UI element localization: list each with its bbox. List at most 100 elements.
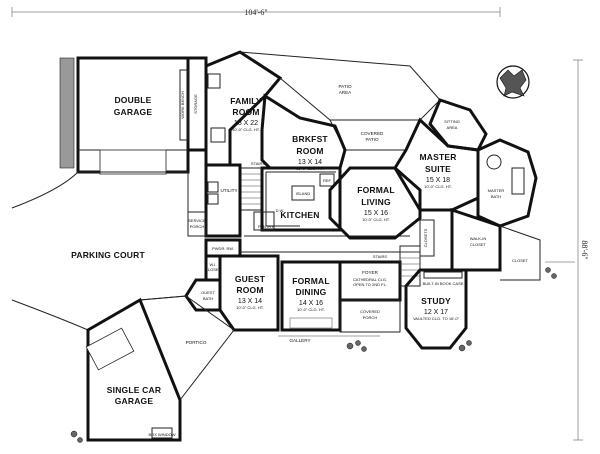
covered-porch-label-1: COVERED bbox=[360, 309, 380, 314]
double-garage-label-2: GARAGE bbox=[114, 107, 153, 117]
formal-living-label-2: LIVING bbox=[361, 197, 391, 207]
box-window bbox=[151, 427, 173, 439]
guest-bath-label-1: GUEST bbox=[201, 290, 215, 295]
kitchen-label: KITCHEN bbox=[280, 210, 319, 220]
refrigerator bbox=[319, 173, 335, 187]
dryer bbox=[207, 193, 219, 205]
box-window-label: BOX WINDOW bbox=[148, 432, 175, 437]
pwdr-rm-label: PWDR. RM. bbox=[212, 246, 234, 251]
formal-dining-size: 14 X 16 bbox=[299, 300, 323, 307]
double-garage-label-1: DOUBLE bbox=[114, 95, 151, 105]
family-room-ceiling: 10'-0" CLG. HT. bbox=[232, 127, 260, 132]
covered-porch: COVERED PORCH bbox=[339, 299, 401, 333]
portico-label: PORTICO bbox=[186, 340, 207, 345]
width-dimension: 104'-6" bbox=[244, 8, 267, 17]
parking-court: PARKING COURT bbox=[11, 171, 189, 331]
storage-area: STORAGE bbox=[188, 56, 208, 152]
formal-living-size: 15 X 16 bbox=[364, 210, 388, 217]
service-porch-label-2: PORCH bbox=[190, 224, 205, 229]
gallery-label: GALLERY bbox=[289, 338, 310, 343]
foyer-label: FOYER bbox=[362, 270, 379, 275]
utility-area: UTILITY SERVICE PORCH bbox=[187, 163, 242, 238]
walk-in-closet-label-2: CLOSET bbox=[470, 242, 487, 247]
bath-tub bbox=[486, 154, 502, 170]
family-room-label-1: FAMILY bbox=[230, 96, 262, 106]
formal-living-ceiling: 10'-0" CLG. HT. bbox=[362, 217, 390, 222]
guest-room-size: 13 X 14 bbox=[238, 298, 262, 305]
covered-patio-label-2: PATIO bbox=[365, 137, 379, 142]
garage-door-single bbox=[85, 327, 135, 371]
guest-room-ceiling: 10'-0" CLG. HT. bbox=[236, 305, 264, 310]
formal-dining-label-2: DINING bbox=[296, 287, 327, 297]
built-in-bookcase bbox=[423, 271, 463, 279]
formal-dining-label-1: FORMAL bbox=[292, 276, 330, 286]
garage-door-double bbox=[99, 149, 167, 175]
study-size: 12 X 17 bbox=[424, 309, 448, 316]
breakfast-room: BRKFST ROOM 13 X 14 10'-0" CLG. HT. bbox=[260, 93, 347, 171]
covered-patio-label-1: COVERED bbox=[361, 131, 384, 136]
tree-icon bbox=[496, 65, 530, 99]
island-label: ISLAND bbox=[296, 191, 311, 196]
covered-porch-label-2: PORCH bbox=[363, 315, 378, 320]
formal-living: FORMAL LIVING 15 X 16 10'-0" CLG. HT. bbox=[328, 166, 422, 240]
guest-room-label-1: GUEST bbox=[235, 274, 266, 284]
dining-window bbox=[289, 317, 333, 329]
brkfst-room-label-1: BRKFST bbox=[292, 134, 328, 144]
service-porch-label-1: SERVICE bbox=[188, 218, 206, 223]
formal-living-label-1: FORMAL bbox=[357, 185, 395, 195]
single-car-garage-label-2: GARAGE bbox=[115, 396, 154, 406]
patio-area: PATIO AREA bbox=[239, 51, 441, 121]
master-suite-label-2: SUITE bbox=[425, 164, 451, 174]
master-bath: MASTER BATH bbox=[476, 138, 538, 228]
kitchen-island bbox=[291, 185, 315, 201]
brkfst-room-size: 13 X 14 bbox=[298, 159, 322, 166]
work-bench bbox=[179, 69, 189, 141]
closet-label: CLOSET bbox=[512, 258, 529, 263]
depth-dimension: 88'-6" bbox=[580, 240, 589, 259]
storage-label: STORAGE bbox=[193, 94, 198, 114]
guest-room-label-2: ROOM bbox=[236, 285, 263, 295]
utility-label: UTILITY bbox=[220, 188, 237, 193]
ref-label: REF bbox=[323, 178, 332, 183]
patio-area-label-1: PATIO bbox=[338, 84, 352, 89]
formal-dining-ceiling: 10'-0" CLG. HT. bbox=[297, 307, 325, 312]
stairs-front-label: STAIRS bbox=[373, 254, 387, 259]
foyer-note-1: CATHEDRAL CLG. bbox=[353, 277, 387, 282]
guest-bath-label-2: BATH bbox=[203, 296, 213, 301]
walk-in-closet: WALK-IN CLOSET CLOSET bbox=[450, 207, 541, 281]
formal-dining: FORMAL DINING 14 X 16 10'-0" CLG. HT. bbox=[280, 260, 342, 332]
double-garage: WORK BENCH DOUBLE GARAGE bbox=[76, 56, 190, 175]
single-car-garage: SINGLE CAR GARAGE BOX WINDOW bbox=[85, 297, 182, 442]
master-bath-label-1: MASTER bbox=[488, 188, 505, 193]
patio-area-label-2: AREA bbox=[339, 90, 352, 95]
bookcase-label: BUILT-IN BOOK CASE bbox=[423, 281, 464, 286]
study-label: STUDY bbox=[421, 296, 451, 306]
family-room-label-2: ROOM bbox=[232, 107, 259, 117]
master-suite-size: 15 X 18 bbox=[426, 177, 450, 184]
kitchen: ISLAND REF D.W. KITCHEN PANTRY bbox=[253, 166, 342, 232]
landscaping bbox=[59, 57, 575, 443]
family-room: FAMILY ROOM 18 X 22 10'-0" CLG. HT. bbox=[204, 50, 283, 167]
dimension-lines: 104'-6" 88'-6" bbox=[11, 7, 589, 441]
master-suite: SITTING AREA MASTER SUITE 15 X 18 10'-0"… bbox=[393, 98, 488, 212]
pantry bbox=[253, 211, 275, 231]
parking-court-label: PARKING COURT bbox=[71, 250, 145, 260]
powder-and-bath: PWDR. RM. W.I. CLOSET GUEST BATH bbox=[184, 238, 242, 312]
foyer: FOYER CATHEDRAL CLG. OPEN TO 2ND FL. STA… bbox=[340, 245, 421, 302]
study-ceiling: VAULTED CLG. TO 16'-0" bbox=[413, 316, 460, 321]
shrub-cluster-front bbox=[70, 267, 557, 443]
dw-label: D.W. bbox=[276, 208, 285, 213]
wi-closet-label-2: CLOSET bbox=[205, 267, 222, 272]
washer bbox=[207, 181, 219, 193]
wi-closet-label-1: W.I. bbox=[210, 262, 217, 267]
brkfst-room-label-2: ROOM bbox=[296, 146, 323, 156]
vanity bbox=[511, 167, 525, 195]
master-suite-ceiling: 10'-0" CLG. HT. bbox=[424, 184, 452, 189]
study: BUILT-IN BOOK CASE STUDY 12 X 17 VAULTED… bbox=[404, 268, 468, 350]
closets-label: CLOSETS bbox=[423, 228, 428, 247]
single-car-garage-label-1: SINGLE CAR bbox=[107, 385, 161, 395]
stairs-rear-label: STAIRS bbox=[251, 161, 265, 166]
sitting-area-label-1: SITTING bbox=[444, 119, 460, 124]
fireplace bbox=[207, 73, 221, 89]
